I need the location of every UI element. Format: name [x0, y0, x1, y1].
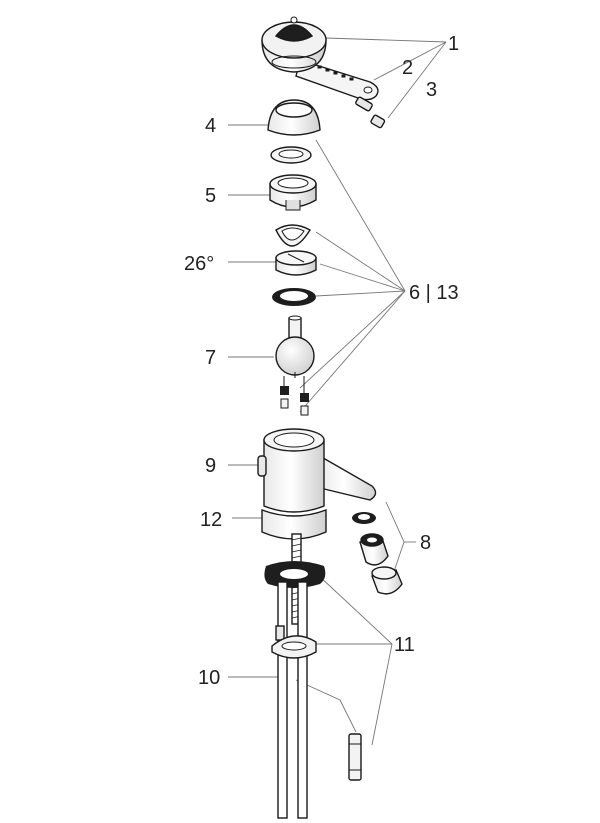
dome-cover [267, 99, 321, 136]
label-part-8: 8 [420, 532, 431, 554]
faucet-body [257, 428, 377, 513]
label-part-10: 10 [198, 667, 220, 689]
aerator-set [352, 512, 403, 595]
callout-labels: 1 2 3 4 5 26° 6 | 13 7 9 12 8 11 10 [184, 33, 459, 689]
black-o-ring [272, 288, 316, 306]
label-part-5: 5 [205, 185, 216, 207]
label-part-6-13: 6 | 13 [409, 282, 459, 304]
cap-screw-3 [370, 114, 386, 129]
ball-stem [275, 315, 315, 378]
retaining-ring [270, 146, 312, 164]
mounting-bracket [271, 625, 317, 659]
label-part-7: 7 [205, 347, 216, 369]
label-part-3: 3 [426, 79, 437, 101]
faucet-base [261, 508, 327, 540]
base-gasket [264, 561, 326, 588]
label-part-9: 9 [205, 455, 216, 477]
label-angle-26: 26° [184, 253, 214, 275]
label-part-2: 2 [402, 57, 413, 79]
label-part-4: 4 [205, 115, 216, 137]
handle-cap-assembly [261, 16, 379, 101]
valve-seals [280, 376, 309, 416]
angle-insert [275, 250, 317, 276]
cartridge-nut [269, 174, 317, 211]
grub-screw-2 [355, 96, 373, 112]
hose-connector [348, 733, 362, 781]
label-part-12: 12 [200, 509, 222, 531]
leader-lines [228, 37, 447, 746]
label-part-11: 11 [394, 634, 415, 656]
supply-pipes [277, 581, 308, 819]
label-part-1: 1 [448, 33, 459, 55]
triangle-seal [275, 224, 311, 247]
